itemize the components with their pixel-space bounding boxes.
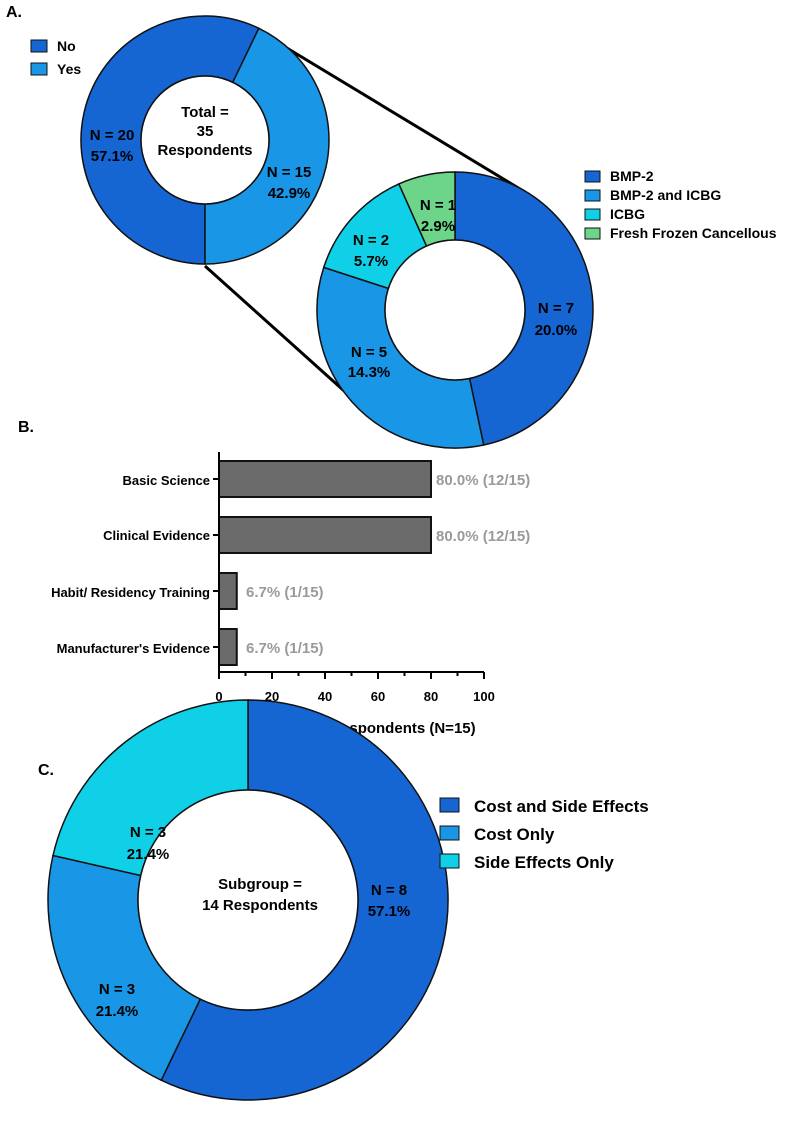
bar-basic-science — [218, 460, 432, 498]
x-tick-label: 20 — [265, 689, 279, 704]
bar-value-label: 6.7% (1/15) — [246, 584, 324, 601]
slice-label-pct: 14.3% — [348, 364, 391, 381]
center-label-line: 14 Respondents — [202, 897, 318, 914]
legend-label: ICBG — [610, 206, 645, 222]
slice-label-pct: 5.7% — [354, 253, 388, 270]
slice-label-n: N = 3 — [99, 981, 135, 998]
legend-label: BMP-2 and ICBG — [610, 187, 721, 203]
slice-label-n: N = 7 — [538, 300, 574, 317]
center-label-line: Respondents — [157, 142, 252, 159]
bar-value-label: 80.0% (12/15) — [436, 528, 530, 545]
center-label-line: Subgroup = — [218, 876, 302, 893]
center-label-line: 35 — [197, 123, 214, 140]
slice-label-n: N = 3 — [130, 824, 166, 841]
legend-swatch-icbg — [584, 208, 601, 221]
slice-label-pct: 20.0% — [535, 322, 578, 339]
legend-swatch-yes — [30, 62, 48, 76]
panel-b-label: B. — [18, 419, 34, 436]
x-tick-label: 60 — [371, 689, 385, 704]
donut-graft-slice-labels: N = 7 20.0% N = 5 14.3% N = 2 5.7% N = 1… — [348, 197, 578, 381]
slice-label-pct: 57.1% — [91, 148, 134, 165]
category-label: Habit/ Residency Training — [51, 585, 210, 600]
slice-label-pct: 42.9% — [268, 185, 311, 202]
bar-habit-residency-training — [218, 572, 238, 610]
panel-c-label: C. — [38, 762, 54, 779]
slice-label-n: N = 1 — [420, 197, 456, 214]
category-label: Basic Science — [123, 473, 210, 488]
slice-label-pct: 57.1% — [368, 903, 411, 920]
x-tick-label: 100 — [473, 689, 495, 704]
legend-label: BMP-2 — [610, 168, 654, 184]
slice-label-pct: 21.4% — [96, 1003, 139, 1020]
connector-line-top — [256, 28, 526, 194]
donut-chart-graft-type — [316, 171, 594, 449]
legend-label: Yes — [57, 61, 81, 77]
legend-swatch-cost-side-effects — [439, 797, 460, 813]
legend-swatch-no — [30, 39, 48, 53]
legend-swatch-cost-only — [439, 825, 460, 841]
donut-subgroup-center-label: Subgroup = 14 Respondents — [202, 876, 318, 914]
center-label-line: Total = — [181, 104, 229, 121]
donut-chart-total — [80, 15, 330, 265]
panel-a-label: A. — [6, 4, 22, 21]
legend-total: No Yes — [30, 38, 81, 77]
category-label: Manufacturer's Evidence — [57, 641, 210, 656]
slice-label-pct: 21.4% — [127, 846, 170, 863]
legend-subgroup: Cost and Side Effects Cost Only Side Eff… — [439, 797, 649, 872]
legend-label: Side Effects Only — [474, 853, 614, 872]
slice-label-n: N = 2 — [353, 232, 389, 249]
bar-category-labels: Basic Science Clinical Evidence Habit/ R… — [51, 473, 210, 656]
donut-chart-subgroup — [47, 699, 449, 1101]
legend-swatch-fresh-frozen — [584, 227, 601, 240]
slice-label-n: N = 20 — [90, 127, 135, 144]
slice-label-n: N = 5 — [351, 344, 387, 361]
bar-manufacturer-s-evidence — [218, 628, 238, 666]
x-tick-label: 80 — [424, 689, 438, 704]
legend-swatch-bmp2 — [584, 170, 601, 183]
category-label: Clinical Evidence — [103, 528, 210, 543]
bar-value-labels: 80.0% (12/15) 80.0% (12/15) 6.7% (1/15) … — [246, 472, 530, 657]
x-tick-label: 40 — [318, 689, 332, 704]
donut-total-slice-labels: N = 20 57.1% N = 15 42.9% — [90, 127, 312, 202]
legend-label: Fresh Frozen Cancellous — [610, 225, 777, 241]
bar-chart-reasons: Basic Science Clinical Evidence Habit/ R… — [51, 452, 530, 737]
legend-swatch-side-effects-only — [439, 853, 460, 869]
slice-label-n: N = 15 — [267, 164, 312, 181]
bar-value-label: 80.0% (12/15) — [436, 472, 530, 489]
x-tick-label: 0 — [215, 689, 222, 704]
slice-label-n: N = 8 — [371, 882, 407, 899]
donut-hole — [137, 789, 359, 1011]
donut-hole — [384, 239, 526, 381]
legend-swatch-bmp2-icbg — [584, 189, 601, 202]
donut-subgroup-slice-labels: N = 8 57.1% N = 3 21.4% N = 3 21.4% — [96, 824, 411, 1020]
donut-hole — [140, 75, 270, 205]
connector-line-bottom — [203, 264, 354, 400]
legend-label: No — [57, 38, 76, 54]
legend-label: Cost Only — [474, 825, 555, 844]
bar-value-label: 6.7% (1/15) — [246, 640, 324, 657]
slice-label-pct: 2.9% — [421, 218, 455, 235]
legend-label: Cost and Side Effects — [474, 797, 649, 816]
donut-total-center-label: Total = 35 Respondents — [157, 104, 252, 159]
bar-clinical-evidence — [218, 516, 432, 554]
x-axis-tick-labels: 0 20 40 60 80 100 — [215, 689, 494, 704]
legend-graft-type: BMP-2 BMP-2 and ICBG ICBG Fresh Frozen C… — [584, 168, 777, 241]
